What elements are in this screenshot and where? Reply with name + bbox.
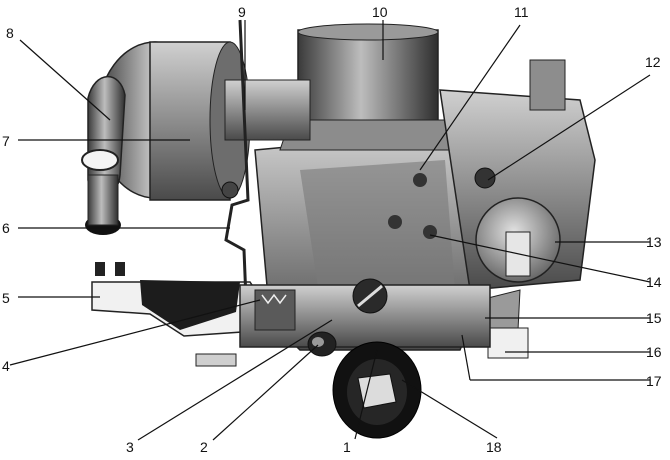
callout-labels: 1 2 3 4 5 6 7 8 9 10 11 12 13 14 15 16 1… bbox=[2, 4, 662, 455]
label-13: 13 bbox=[646, 234, 662, 250]
label-18: 18 bbox=[486, 439, 502, 455]
carburetor-illustration bbox=[81, 19, 596, 439]
label-8: 8 bbox=[6, 25, 14, 41]
label-7: 7 bbox=[2, 133, 10, 149]
label-12: 12 bbox=[645, 54, 661, 70]
label-3: 3 bbox=[126, 439, 134, 455]
label-16: 16 bbox=[646, 344, 662, 360]
label-14: 14 bbox=[646, 274, 662, 290]
label-17: 17 bbox=[646, 373, 662, 389]
label-4: 4 bbox=[2, 358, 10, 374]
label-2: 2 bbox=[200, 439, 208, 455]
label-5: 5 bbox=[2, 290, 10, 306]
label-1: 1 bbox=[343, 439, 351, 455]
label-6: 6 bbox=[2, 220, 10, 236]
leader-lines bbox=[9, 20, 651, 441]
label-9: 9 bbox=[238, 4, 246, 20]
label-11: 11 bbox=[514, 4, 529, 20]
label-15: 15 bbox=[646, 310, 662, 326]
label-10: 10 bbox=[372, 4, 388, 20]
